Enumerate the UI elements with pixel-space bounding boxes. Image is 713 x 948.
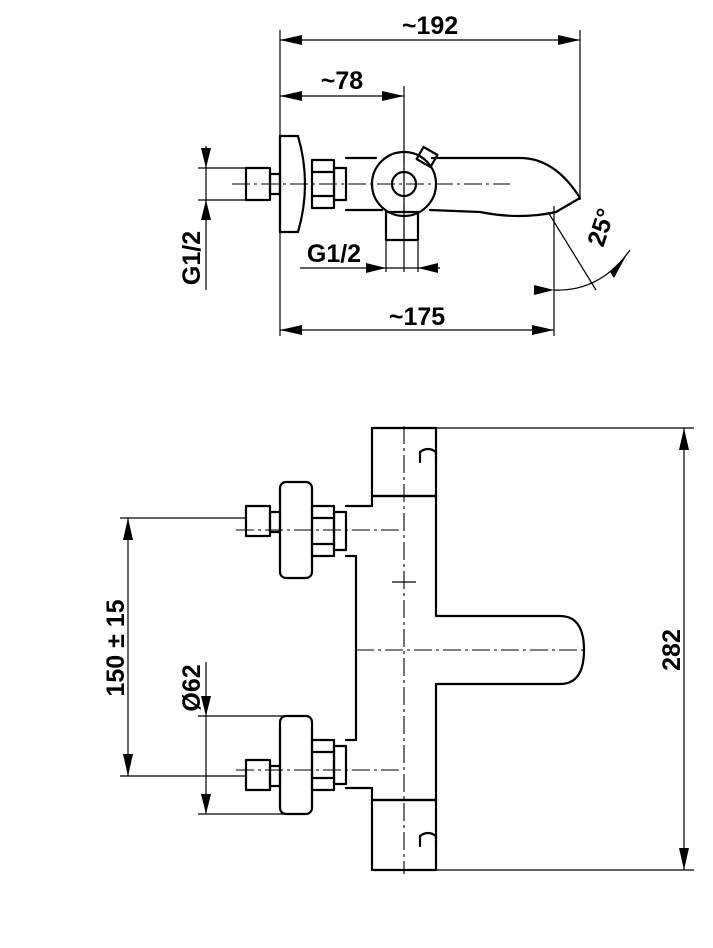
inlet-spacing-label: 150 ± 15: [102, 599, 130, 696]
upper-inlet-front: [244, 480, 348, 580]
dimension-axis-width-label: ~78: [321, 67, 364, 95]
front-view: 282 150 ± 15 Ø62: [102, 426, 694, 874]
dimension-total-height: 282: [410, 427, 694, 871]
escutcheon-top: [278, 134, 307, 234]
outlet-thread-label: G1/2: [307, 240, 361, 268]
dimension-lower-width: ~175: [280, 206, 555, 336]
mixer-body-front: [344, 426, 586, 872]
spout-angle-label: 25°: [582, 205, 620, 250]
lower-inlet-front: [244, 714, 348, 816]
body-top: [344, 145, 582, 242]
inlet-thread-label: G1/2: [178, 231, 206, 285]
dimension-inlet-thread: G1/2: [178, 146, 246, 290]
escutcheon-diameter-label: Ø62: [178, 664, 206, 711]
dimension-escutcheon-diameter: Ø62: [178, 662, 290, 815]
hex-nut-top: [310, 158, 348, 210]
dimension-spout-angle: 25°: [534, 205, 631, 295]
dimension-total-width-label: ~192: [402, 12, 458, 40]
dimension-inlet-spacing: 150 ± 15: [102, 517, 246, 777]
total-height-label: 282: [658, 629, 686, 671]
dimension-lower-width-label: ~175: [389, 303, 445, 331]
top-view: ~192 ~78 ~175 G1/2: [178, 12, 631, 336]
dimension-total-width: ~192: [279, 12, 581, 336]
